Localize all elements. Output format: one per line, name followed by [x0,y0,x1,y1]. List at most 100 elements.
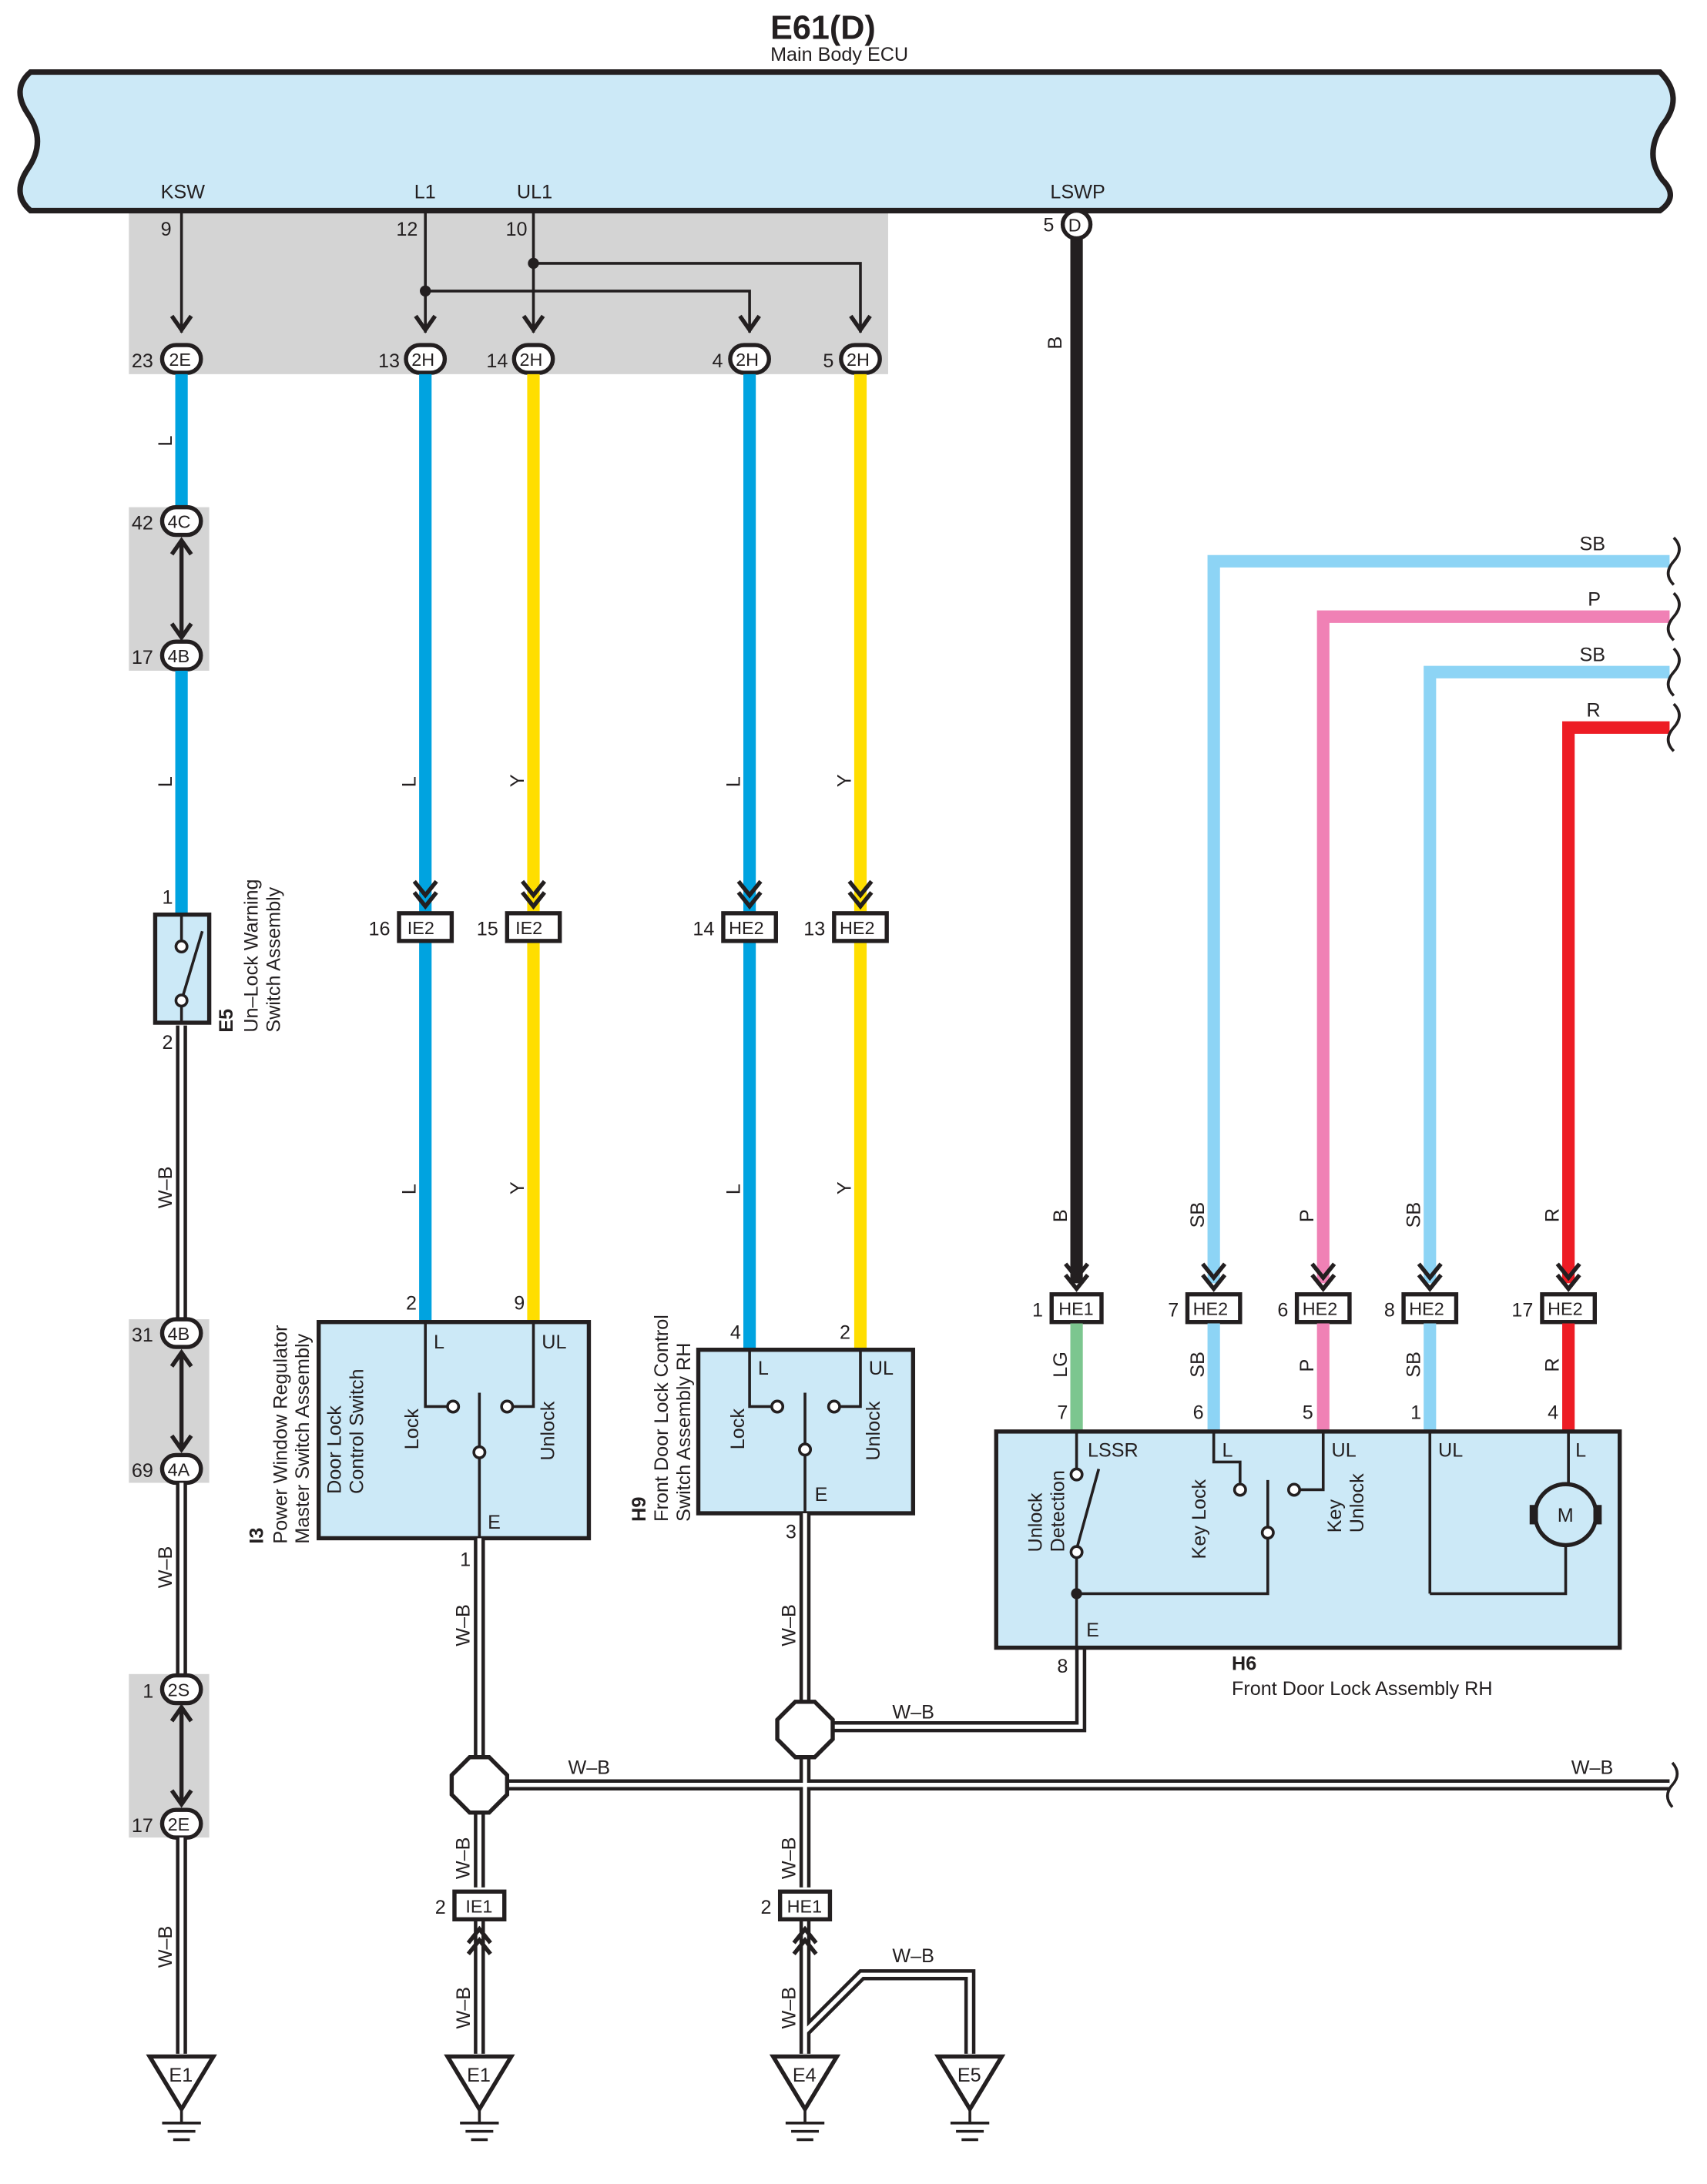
pin-label: 13 [803,919,825,940]
pin-label: 2 [435,1897,446,1918]
wire-color-label: SB [1403,1352,1425,1378]
i3-e-label: E [488,1512,501,1533]
connector-ie2-label: IE2 [407,918,434,938]
pin-label: 2 [840,1321,850,1343]
splice-point [449,1755,510,1815]
wire-sb [1207,554,1670,1284]
pin-label: 8 [1057,1656,1068,1677]
connector-row-top: 2E 2H 2H 2H 2H 23 13 14 4 5 [132,343,882,375]
pin-label: 42 [132,512,153,534]
connector-he2 [1185,1292,1243,1325]
chevrons-mid [412,879,874,910]
pin-label: 17 [1511,1300,1533,1321]
motor-label: M [1558,1505,1574,1526]
ecu-pin-l1: L1 [414,181,436,203]
h6-ul2-label: UL [1438,1439,1463,1461]
connector-2h-label: 2H [847,350,870,370]
wire-color-label: W–B [892,1945,934,1967]
wire-color-label: SB [1187,1202,1209,1228]
wire-color-label: L [399,1184,421,1194]
h9-ul-label: UL [869,1358,894,1379]
h6-switch-node [1069,1545,1084,1559]
ground-label: E5 [957,2065,981,2086]
connector-he1 [1049,1292,1104,1325]
i3-unlock-label: Unlock [537,1401,558,1460]
wire-color-label: W–B [155,1926,176,1968]
h6-unlock-line1: Unlock [1025,1492,1047,1552]
splice-dot [1071,1588,1082,1599]
connector-2e [159,343,203,375]
wire-color-label: W–B [568,1757,610,1778]
wire-color-label: SB [1403,1202,1425,1228]
pin-label: 17 [132,1815,153,1837]
connector-2s [159,1673,203,1706]
pin-label: 5 [1043,215,1054,236]
connector-ie1-label: IE1 [465,1896,492,1916]
i3-box [317,1320,592,1541]
wire-color-label: SB [1580,644,1606,665]
i3-switch-node [472,1445,487,1459]
h6-code: H6 [1232,1653,1256,1674]
pin-label: 1 [1032,1300,1043,1321]
connector-he2 [1540,1292,1598,1325]
connector-d-label: D [1068,216,1082,236]
pin-label: 1 [1410,1402,1421,1424]
h6-switch-node [1069,1467,1084,1482]
wire-break-symbol [1666,702,1681,752]
ecu-body [17,69,1676,214]
pin-label: 5 [823,350,833,372]
wire-p [1316,610,1670,1284]
pin-label: 10 [506,219,528,240]
ground-e1-left [146,2054,217,2142]
h9-code: H9 [629,1497,650,1522]
ecu-code: E61(D) [770,9,876,46]
ground-label: E1 [467,2065,491,2086]
wire-color-label: B [1050,1209,1071,1222]
e5-switch-lever [179,930,204,1001]
wire-color-label: Y [833,1181,855,1194]
i3-code: I3 [246,1528,268,1544]
motor-brush [1593,1505,1602,1525]
connector-4a-label: 4A [168,1459,190,1479]
motor-brush [1529,1505,1538,1525]
pin-label: 7 [1168,1300,1179,1321]
connector-4b-label: 4B [168,1324,190,1344]
wire-color-label: L [155,435,176,446]
wire-break-symbol [1665,1761,1679,1808]
connector-he1 [777,1889,833,1921]
connector-4b-label: 4B [168,646,190,666]
connector-he2-label: HE2 [840,918,874,938]
arrowhead [169,622,193,641]
connector-2h [511,343,555,375]
i3-name-line2: Master Switch Assembly [292,1333,314,1543]
pin-label: 13 [378,350,400,372]
connector-2h [728,343,771,375]
ecu-pin-ul1: UL1 [517,181,552,203]
connector-he2 [1294,1292,1352,1325]
ecu-pin-ksw: KSW [161,181,206,203]
wire-break-symbol [1666,536,1681,586]
pin-label: 6 [1277,1300,1288,1321]
connector-2e-label: 2E [169,350,191,370]
wire-color-label: W–B [892,1701,934,1723]
h6-switch-node [1232,1482,1247,1497]
pin-label: 4 [713,350,723,372]
h9-lock-label: Lock [727,1409,749,1450]
connector-ie2-label: IE2 [515,918,542,938]
h9-switch-node [798,1442,813,1457]
h9-switch [748,1349,862,1514]
h6-switch-node [1260,1526,1275,1540]
wire-color-label: R [1542,1208,1564,1222]
connector-ie1 [452,1889,507,1921]
pin-label: 7 [1057,1402,1068,1424]
wire-color-label: Y [507,774,528,787]
wire-color-label: L [723,1184,745,1194]
arrowhead [169,1348,193,1368]
connector-he1-label: HE1 [1058,1299,1093,1319]
wire-color-label: W–B [778,1604,800,1646]
h9-e-label: E [815,1484,828,1506]
wire-color-label: R [1542,1358,1564,1372]
connector-he1-label: HE1 [787,1896,822,1916]
arrowhead [169,1789,193,1808]
wire-color-label: W–B [778,1837,800,1880]
